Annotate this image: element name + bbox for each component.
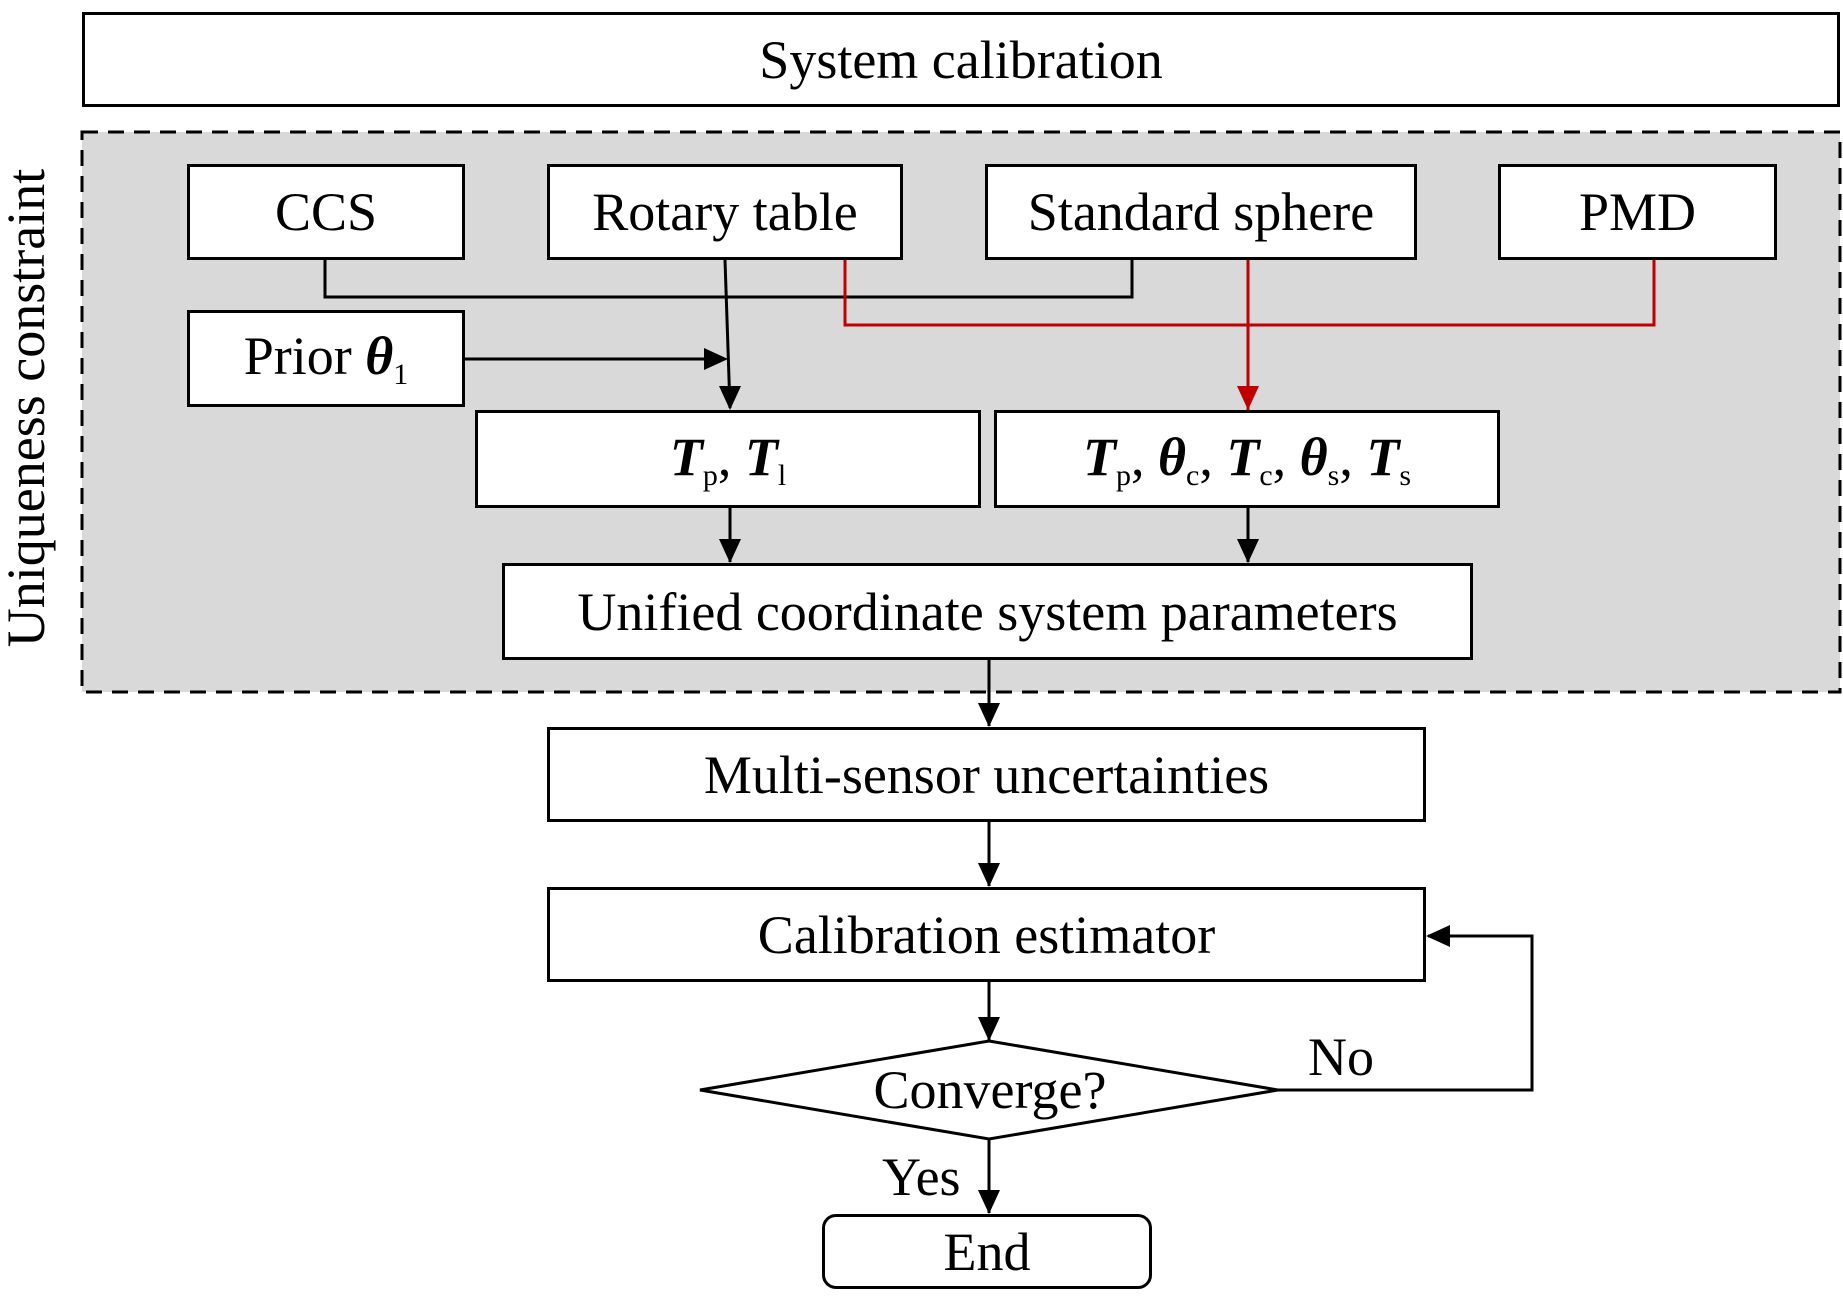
- end-label: End: [943, 1221, 1031, 1282]
- system-calibration-title-box: System calibration: [82, 12, 1840, 107]
- arrowhead-no-loop: [1426, 925, 1450, 947]
- arrowhead-left-params: [719, 386, 741, 410]
- arrowhead-unified-right: [1237, 539, 1259, 563]
- arrowhead-estimator: [978, 863, 1000, 887]
- formula-symbol: T: [744, 426, 778, 487]
- arrowhead-prior: [704, 348, 728, 370]
- prior-label: Prior θ1: [243, 326, 409, 391]
- formula-subscript: s: [1399, 458, 1412, 492]
- uniqueness-constraint-label: Uniqueness constraint: [0, 168, 56, 648]
- system-calibration-title: System calibration: [759, 29, 1163, 90]
- formula-symbol: T: [1366, 426, 1400, 487]
- pmd-box: PMD: [1498, 164, 1777, 260]
- formula-symbol: θ: [1299, 426, 1328, 487]
- left-params-formula: Tp, Tl: [670, 426, 786, 493]
- link-ccs-sphere-merge: [323, 260, 1134, 299]
- formula-subscript: l: [777, 458, 787, 492]
- formula-subscript: c: [1185, 458, 1200, 492]
- arrowhead-decision: [978, 1017, 1000, 1041]
- rotary-table-box: Rotary table: [547, 164, 903, 260]
- estimator-box: Calibration estimator: [547, 887, 1426, 982]
- standard-sphere-label: Standard sphere: [1027, 182, 1375, 242]
- formula-separator: ,: [1339, 426, 1367, 487]
- formula-separator: ,: [1272, 426, 1300, 487]
- formula-separator: ,: [717, 426, 745, 487]
- formula-separator: ,: [1199, 426, 1227, 487]
- link-rotary-to-left-params: [723, 259, 732, 409]
- decision-label: Converge?: [873, 1060, 1107, 1120]
- uncertainties-box: Multi-sensor uncertainties: [547, 727, 1426, 822]
- no-label: No: [1308, 1027, 1374, 1087]
- ccs-box: CCS: [187, 164, 465, 260]
- pmd-label: PMD: [1578, 182, 1697, 242]
- right-params-box: Tp, θc, Tc, θs, Ts: [994, 410, 1500, 508]
- prior-box: Prior θ1: [187, 310, 465, 407]
- standard-sphere-box: Standard sphere: [985, 164, 1417, 260]
- unified-params-box: Unified coordinate system parameters: [502, 563, 1473, 660]
- arrowhead-right-params: [1237, 386, 1259, 410]
- arrowhead-end: [978, 1190, 1000, 1214]
- formula-symbol: T: [1226, 426, 1260, 487]
- left-params-box: Tp, Tl: [475, 410, 981, 508]
- yes-label: Yes: [882, 1147, 961, 1207]
- formula-subscript: p: [1115, 458, 1131, 492]
- formula-symbol: θ: [1157, 426, 1186, 487]
- arrowhead-uncertainties: [978, 703, 1000, 727]
- end-box: End: [822, 1214, 1152, 1289]
- uncertainties-label: Multi-sensor uncertainties: [703, 744, 1270, 805]
- arrowhead-unified-left: [719, 539, 741, 563]
- ccs-label: CCS: [274, 182, 378, 242]
- estimator-label: Calibration estimator: [757, 904, 1216, 965]
- right-params-formula: Tp, θc, Tc, θs, Ts: [1083, 426, 1411, 493]
- rotary-table-label: Rotary table: [592, 182, 858, 242]
- formula-symbol: T: [669, 426, 703, 487]
- formula-subscript: s: [1327, 458, 1340, 492]
- link-no-loop: [1278, 934, 1534, 1092]
- formula-subscript: c: [1259, 458, 1273, 492]
- unified-params-label: Unified coordinate system parameters: [577, 581, 1398, 642]
- formula-symbol: T: [1082, 426, 1116, 487]
- formula-subscript: p: [702, 458, 718, 492]
- formula-separator: ,: [1130, 426, 1158, 487]
